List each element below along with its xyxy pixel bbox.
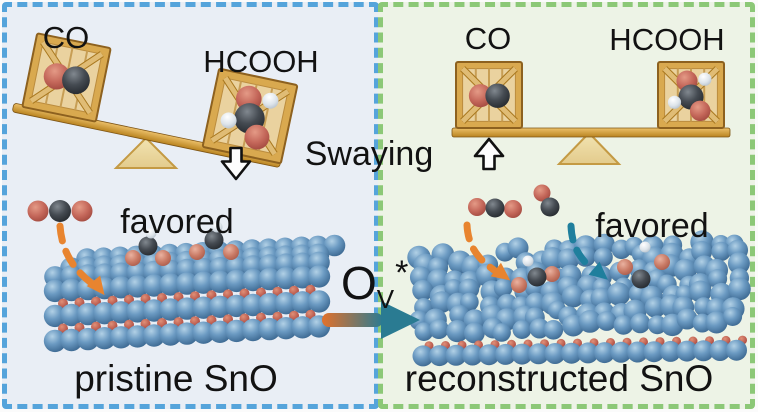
hcooh-label-right: HCOOH: [609, 22, 725, 57]
ov-superscript: *: [395, 254, 409, 292]
hcooh-label-left: HCOOH: [203, 44, 319, 79]
co-label-left: CO: [42, 20, 90, 55]
ov-subscript: V: [376, 284, 395, 314]
pristine-sno-caption: pristine SnO: [74, 358, 278, 399]
favored-label-right: favored: [595, 207, 709, 245]
oxygen-vacancy-label: OV*: [341, 254, 408, 315]
reconstructed-sno-caption: reconstructed SnO: [404, 358, 714, 399]
co-label-right: CO: [464, 21, 512, 56]
favored-label-left: favored: [120, 203, 234, 241]
reconstructed-panel: [378, 2, 755, 409]
ov-element: O: [341, 257, 377, 309]
swaying-label: Swaying: [304, 135, 434, 173]
